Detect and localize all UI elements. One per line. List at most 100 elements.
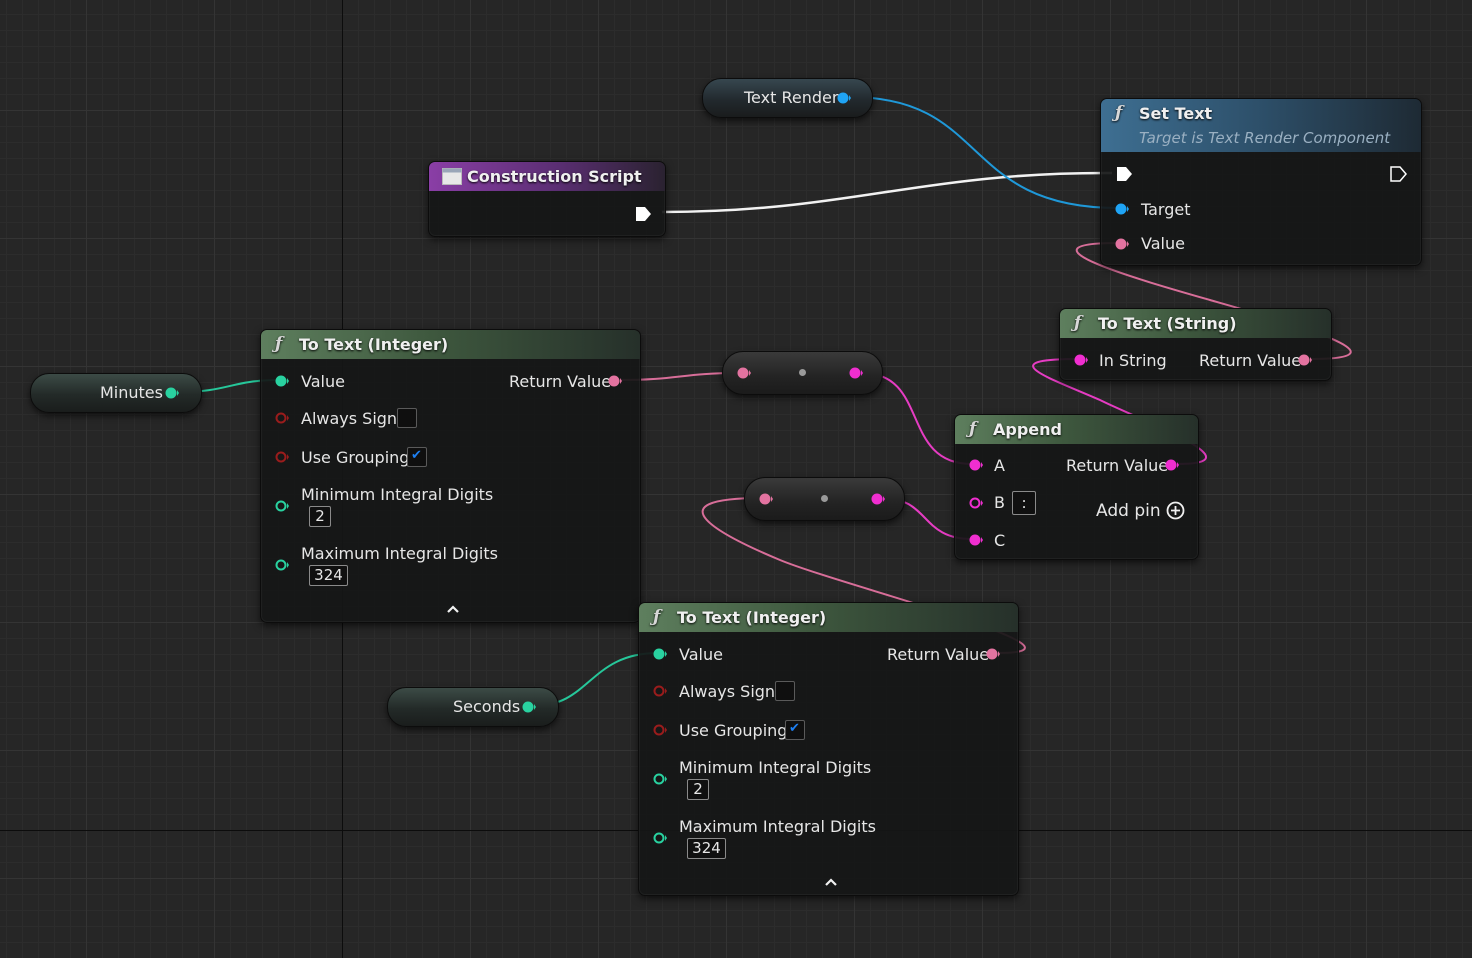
append-a-pin[interactable] <box>969 459 983 471</box>
set-text-node[interactable]: ƒ Set Text Target is Text Render Compone… <box>1100 98 1422 266</box>
reroute-2-center-dot <box>821 495 828 502</box>
set-text-title: Set Text <box>1139 104 1213 123</box>
construction-script-node[interactable]: Construction Script <box>428 161 666 237</box>
minutes-label: Minutes <box>100 383 163 402</box>
to-text-string-header: ƒ To Text (String) <box>1060 309 1331 338</box>
to-text-integer-2-always-sign-checkbox[interactable] <box>775 681 795 701</box>
append-c-label: C <box>994 531 1006 550</box>
set-text-exec-in-pin[interactable] <box>1115 165 1133 183</box>
add-pin-icon[interactable] <box>1166 501 1185 520</box>
append-b-label: B <box>994 493 1005 512</box>
append-node[interactable]: ƒ Append A Return Value B : Add pin C <box>954 414 1199 560</box>
append-output-label: Return Value <box>1066 456 1169 475</box>
append-c-pin[interactable] <box>969 534 983 546</box>
to-text-integer-2-value-label: Value <box>679 645 723 664</box>
construction-script-exec-out-pin[interactable] <box>634 205 652 223</box>
to-text-integer-2-max-digits-label: Maximum Integral Digits <box>679 817 876 836</box>
function-icon: ƒ <box>1074 313 1082 333</box>
set-text-subtitle: Target is Text Render Component <box>1139 129 1391 147</box>
reroute-1-center-dot <box>799 369 806 376</box>
seconds-output-pin[interactable] <box>522 701 536 713</box>
append-header: ƒ Append <box>955 415 1198 444</box>
collapse-chevron-up-icon[interactable] <box>823 876 839 888</box>
to-text-integer-1-max-digits-label: Maximum Integral Digits <box>301 544 498 563</box>
to-text-integer-1-min-digits-input[interactable]: 2 <box>309 506 331 527</box>
to-text-integer-2-always-sign-pin[interactable] <box>653 685 667 697</box>
to-text-integer-2-use-grouping-pin[interactable] <box>653 724 667 736</box>
to-text-integer-2-header: ƒ To Text (Integer) <box>639 603 1018 632</box>
set-text-target-label: Target <box>1141 200 1191 219</box>
reroute-1-output-pin[interactable] <box>849 367 863 379</box>
to-text-integer-2-max-digits-pin[interactable] <box>653 832 667 844</box>
construction-script-icon <box>442 168 462 185</box>
to-text-integer-1-use-grouping-pin[interactable] <box>275 451 289 463</box>
reroute-2-output-pin[interactable] <box>871 493 885 505</box>
to-text-integer-1-use-grouping-checkbox[interactable] <box>407 447 427 467</box>
to-text-integer-1-always-sign-checkbox[interactable] <box>397 408 417 428</box>
seconds-label: Seconds <box>453 697 521 716</box>
to-text-integer-2-use-grouping-label: Use Grouping <box>679 721 788 740</box>
function-icon: ƒ <box>969 419 977 439</box>
reroute-node-2[interactable] <box>744 477 905 521</box>
to-text-integer-2-min-digits-pin[interactable] <box>653 773 667 785</box>
to-text-integer-1-output-pin[interactable] <box>608 375 622 387</box>
construction-script-title: Construction Script <box>467 167 642 186</box>
set-text-value-pin[interactable] <box>1115 238 1129 250</box>
to-text-integer-1-value-pin[interactable] <box>275 375 289 387</box>
to-text-string-node[interactable]: ƒ To Text (String) In String Return Valu… <box>1059 308 1332 381</box>
append-output-pin[interactable] <box>1165 459 1179 471</box>
to-text-integer-2-always-sign-label: Always Sign <box>679 682 776 701</box>
to-text-string-input-pin[interactable] <box>1074 354 1088 366</box>
collapse-chevron-up-icon[interactable] <box>445 603 461 615</box>
to-text-integer-1-output-label: Return Value <box>509 372 612 391</box>
text-render-target-wire <box>849 96 1119 209</box>
text-render-label: Text Render <box>744 88 839 107</box>
append-b-input[interactable]: : <box>1012 491 1036 515</box>
to-text-integer-1-max-digits-pin[interactable] <box>275 559 289 571</box>
append-a-label: A <box>994 456 1005 475</box>
reroute-1-input-pin[interactable] <box>737 367 751 379</box>
to-text-integer-node-2[interactable]: ƒ To Text (Integer) Value Return Value A… <box>638 602 1019 896</box>
to-text-integer-1-header: ƒ To Text (Integer) <box>261 330 640 359</box>
reroute-node-1[interactable] <box>722 351 883 395</box>
to-text-integer-1-min-digits-pin[interactable] <box>275 500 289 512</box>
set-text-value-label: Value <box>1141 234 1185 253</box>
to-text-string-output-pin[interactable] <box>1298 354 1312 366</box>
minutes-output-pin[interactable] <box>165 387 179 399</box>
construction-script-header: Construction Script <box>429 162 665 191</box>
set-text-exec-out-pin[interactable] <box>1389 165 1407 183</box>
to-text-string-output-label: Return Value <box>1199 351 1302 370</box>
to-text-integer-1-value-label: Value <box>301 372 345 391</box>
to-text-integer-1-max-digits-input[interactable]: 324 <box>309 565 348 586</box>
function-icon: ƒ <box>653 607 661 627</box>
to-text-integer-node-1[interactable]: ƒ To Text (Integer) Value Return Value A… <box>260 329 641 623</box>
to-text-integer-2-min-digits-input[interactable]: 2 <box>687 779 709 800</box>
to-text-integer-2-title: To Text (Integer) <box>677 608 827 627</box>
to-text-integer-1-always-sign-pin[interactable] <box>275 412 289 424</box>
function-icon: ƒ <box>275 334 283 354</box>
to-text-integer-1-title: To Text (Integer) <box>299 335 449 354</box>
to-text-integer-2-output-pin[interactable] <box>986 648 1000 660</box>
set-text-header: ƒ Set Text Target is Text Render Compone… <box>1101 99 1421 152</box>
to-text-integer-2-use-grouping-checkbox[interactable] <box>785 720 805 740</box>
append-title: Append <box>993 420 1062 439</box>
to-text-string-title: To Text (String) <box>1098 314 1237 333</box>
to-text-integer-2-value-pin[interactable] <box>653 648 667 660</box>
exec-wire <box>661 171 1113 214</box>
to-text-integer-1-min-digits-label: Minimum Integral Digits <box>301 485 494 504</box>
to-text-string-input-label: In String <box>1099 351 1167 370</box>
to-text-integer-1-always-sign-label: Always Sign <box>301 409 398 428</box>
to-text-integer-2-min-digits-label: Minimum Integral Digits <box>679 758 872 777</box>
minutes-variable-node[interactable]: Minutes <box>30 373 202 413</box>
to-text-integer-1-use-grouping-label: Use Grouping <box>301 448 410 467</box>
text-render-output-pin[interactable] <box>837 92 851 104</box>
set-text-target-pin[interactable] <box>1115 203 1129 215</box>
to-text-integer-2-output-label: Return Value <box>887 645 990 664</box>
seconds-variable-node[interactable]: Seconds <box>387 687 559 727</box>
to-text-integer-2-max-digits-input[interactable]: 324 <box>687 838 726 859</box>
add-pin-label[interactable]: Add pin <box>1096 501 1161 521</box>
reroute-2-input-pin[interactable] <box>759 493 773 505</box>
function-icon: ƒ <box>1115 103 1123 123</box>
append-b-pin[interactable] <box>969 497 983 509</box>
text-render-variable-node[interactable]: Text Render <box>702 78 873 118</box>
